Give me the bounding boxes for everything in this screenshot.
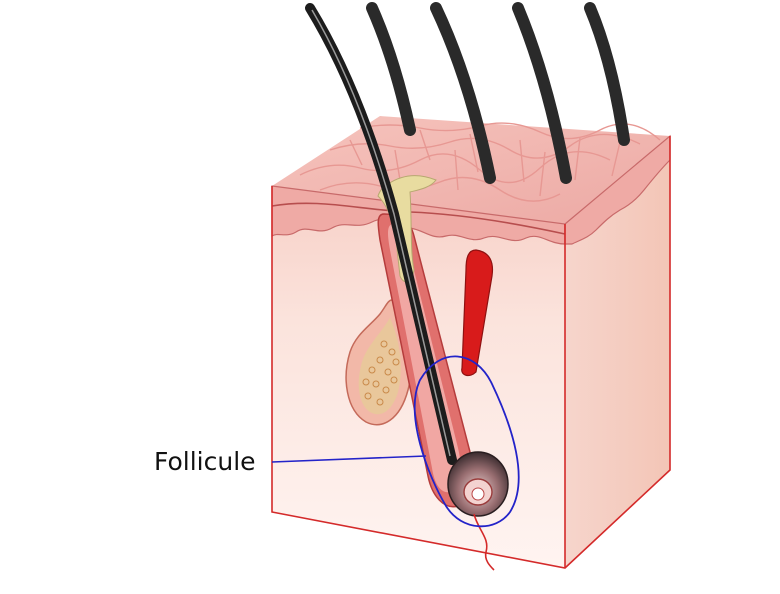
hair-shaft-2 xyxy=(366,2,416,136)
follicle-leader-line xyxy=(271,455,427,463)
hair-shaft-3 xyxy=(430,2,496,184)
epidermis-texture xyxy=(299,122,661,202)
sebaceous-cells xyxy=(362,340,400,406)
arrector-pili-muscle xyxy=(461,249,494,377)
hair-bulb xyxy=(447,451,509,517)
hair-shaft-4 xyxy=(512,2,572,184)
follicle-highlight-outline xyxy=(413,355,520,528)
skin-side-face xyxy=(565,136,670,568)
epidermis-band-side xyxy=(564,134,671,245)
follicle-label: Follicule xyxy=(154,447,256,476)
block-outline xyxy=(271,136,671,569)
hair-shaft-highlight xyxy=(311,9,451,457)
background-hairs xyxy=(366,2,630,184)
hair-shaft-5 xyxy=(584,2,630,146)
